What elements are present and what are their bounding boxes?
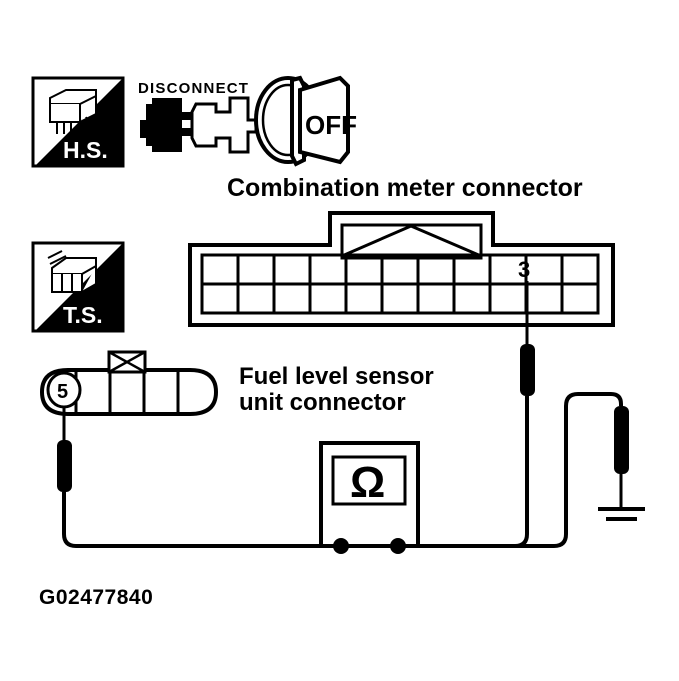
fuel-level-sensor-connector: 5 <box>39 350 219 416</box>
terminal-dividers <box>236 255 564 313</box>
probe-pin5 <box>57 407 340 548</box>
fuel-sensor-pin-label: 5 <box>57 381 68 403</box>
combination-meter-connector-label: Combination meter connector <box>227 174 583 202</box>
ohmmeter-terminal-left <box>333 538 349 554</box>
fuel-sensor-label-line2: unit connector <box>239 389 406 416</box>
ignition-off-label: OFF <box>305 110 357 140</box>
ohmmeter: Ω <box>319 441 420 554</box>
ts-badge-label: T.S. <box>63 302 103 328</box>
ts-badge-icon: T.S. <box>31 241 125 333</box>
ohmmeter-symbol: Ω <box>350 458 385 507</box>
disconnect-label: DISCONNECT <box>138 80 249 97</box>
fuel-sensor-label-line1: Fuel level sensor <box>239 363 434 390</box>
hs-badge-label: H.S. <box>63 137 108 163</box>
ground-probe <box>404 392 645 548</box>
ignition-off-icon: OFF <box>254 75 357 167</box>
part-number-label: G02477840 <box>39 586 153 609</box>
hs-badge-icon: H.S. <box>31 76 125 168</box>
combination-meter-connector: 3 <box>188 211 615 327</box>
disconnect-plug-icon <box>140 96 258 154</box>
combination-meter-pin-label: 3 <box>518 257 530 282</box>
ohmmeter-terminal-right <box>390 538 406 554</box>
